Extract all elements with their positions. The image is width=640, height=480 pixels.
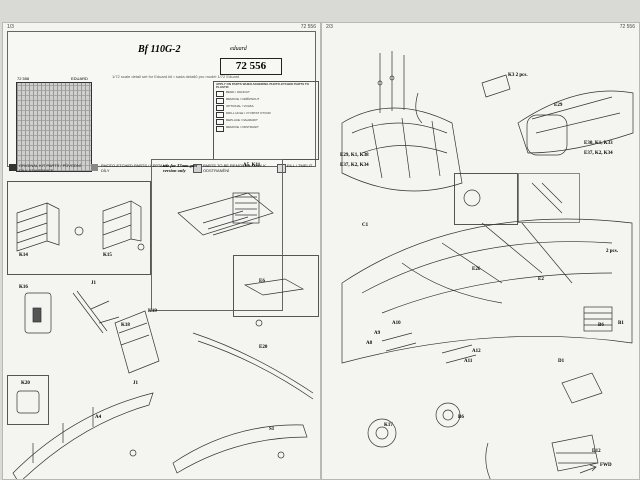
part-label: A10	[392, 321, 401, 326]
part-label: K15	[103, 253, 112, 258]
part-label: B6	[458, 415, 464, 420]
symbol-row: DRILL HOLE / VYVRTAT OTVOR	[216, 111, 316, 118]
part-label: D1	[558, 359, 565, 364]
right-line-drawings	[341, 51, 634, 479]
part-label: C1	[362, 223, 369, 228]
step-box-part	[233, 255, 319, 317]
part-label: E26	[472, 267, 481, 272]
part-label: E2	[538, 277, 544, 282]
page-number: 2/3	[326, 24, 333, 30]
header-panel: Bf 110G-2 eduard 72 556 1/72 scale detai…	[7, 31, 319, 172]
fill-swatch	[277, 164, 286, 173]
part-label: D12	[592, 449, 601, 454]
part-label: E29	[554, 103, 563, 108]
fret-label: 72 556	[17, 76, 30, 81]
page-number: 1/3	[7, 24, 14, 30]
instruction-page-left: 1/3 72 556 Bf 110G-2 eduard 72 556 1/72 …	[2, 22, 321, 480]
part-label: J1	[133, 381, 138, 386]
symbol-row: REMOVE / ODŘÍZNOUT	[216, 97, 316, 104]
part-label: A5, K11	[243, 163, 261, 168]
photoetched-swatch	[91, 164, 98, 171]
drill-icon	[216, 111, 224, 118]
step-box-seats	[7, 181, 151, 275]
part-label: E29, K1, K38	[340, 153, 369, 158]
fret-label-brand: EDUARD	[71, 76, 88, 81]
part-label: E37, K2, K34	[584, 151, 613, 156]
part-label: K19	[148, 309, 157, 314]
part-label: A8	[366, 341, 373, 346]
cut-icon	[216, 97, 224, 104]
direction-label: FWD	[600, 463, 612, 468]
legend-fill: FILL / TMELIT	[277, 163, 317, 176]
photoetch-fret-image: 72 556 EDUARD	[16, 76, 92, 172]
part-label: J1	[91, 281, 96, 286]
page-code: 72 556	[619, 24, 635, 30]
part-label: 2 pcs.	[606, 249, 618, 254]
part-label: E20	[259, 345, 268, 350]
symbol-row: REMOVE / ODSTRANIT	[216, 125, 316, 132]
step-box-gun-bay	[151, 159, 283, 311]
brand-logo: eduard	[230, 46, 247, 52]
part-label: K17	[384, 423, 393, 428]
symbol-row: BEND / OHNOUT	[216, 90, 316, 97]
step-box-detail2	[518, 173, 580, 223]
part-label: E6	[259, 279, 265, 284]
symbol-row: REPLACE / NAHRADIT	[216, 118, 316, 125]
part-label: A12	[472, 349, 481, 354]
part-label: A4	[95, 415, 102, 420]
instruction-page-right: 2/3 72 556 K3 2 pcs. E29 E29, K1, K38 E3…	[321, 22, 640, 480]
legend-remove: PARTS TO BE REMOVED / DÍLY K ODSTRANĚNÍ	[193, 163, 273, 176]
part-label: E37, K2, K34	[340, 163, 369, 168]
part-label: K3 2 pcs.	[508, 73, 528, 78]
symbol-row: OPTIONAL / VOLBA	[216, 104, 316, 111]
remove-swatch	[193, 164, 202, 173]
part-label: K20	[21, 381, 30, 386]
left-line-drawings	[12, 192, 314, 479]
remove-icon	[216, 125, 224, 132]
bend-icon	[216, 90, 224, 97]
subtitle: 1/72 scale detail set for Eduard kit • s…	[112, 74, 240, 79]
note-gun-version: use for 37mm gun version only	[163, 163, 197, 173]
part-label: S1	[269, 427, 275, 432]
part-label: A11	[464, 359, 473, 364]
part-label: K14	[19, 253, 28, 258]
part-label: A9	[374, 331, 381, 336]
part-label: K18	[121, 323, 130, 328]
legend-photoetched: PHOTO-ETCHED PARTS / LEPTANÉ DÍLY	[91, 163, 171, 176]
step-box-small	[7, 375, 49, 425]
legend-original: ORIGINAL KIT PARTS / PŮVODNÍ DÍLY STAVEB…	[9, 163, 89, 176]
replace-icon	[216, 118, 224, 125]
product-code: 72 556	[220, 58, 282, 75]
optional-icon	[216, 104, 224, 111]
part-label: B6	[598, 323, 604, 328]
page-code: 72 556	[300, 24, 316, 30]
page-title: Bf 110G-2	[138, 44, 181, 55]
part-label: K16	[19, 285, 28, 290]
original-swatch	[9, 164, 16, 171]
step-box-detail	[454, 173, 518, 225]
symbol-legend-header: APPLY ON PARTS WHEN ADHERING PHOTO-ETCHE…	[216, 82, 310, 90]
part-label: B1	[618, 321, 624, 326]
